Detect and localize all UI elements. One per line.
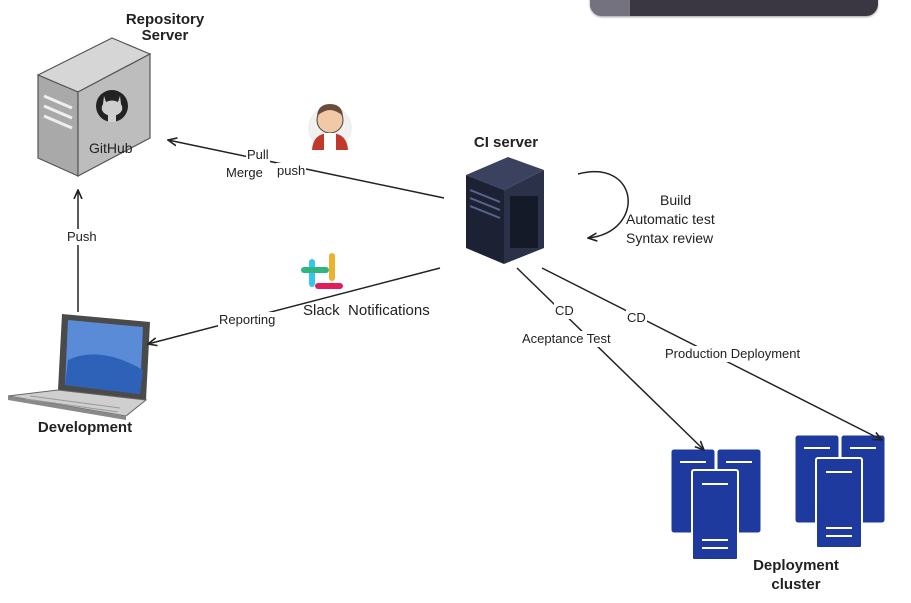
server-tower-icon <box>466 157 544 264</box>
laptop-icon <box>7 314 150 420</box>
merge-label: Merge <box>225 165 264 181</box>
production-deployment-label: Production Deployment <box>664 346 802 362</box>
deployment-cluster-title: Deployment cluster <box>753 557 839 593</box>
github-label: GitHub <box>89 140 133 156</box>
cd-label-acceptance: CD <box>554 303 575 319</box>
server-cluster-icon <box>671 435 885 561</box>
edge-ci-self-loop <box>577 171 629 238</box>
repository-server-title: Repository Server <box>125 11 205 44</box>
edge-ci-to-dev <box>148 267 441 344</box>
ci-server-title: CI server <box>473 134 539 151</box>
github-icon <box>96 90 128 122</box>
edge-ci-to-cluster-a <box>516 267 704 450</box>
slack-notifications-label: Slack Notifications <box>303 302 430 319</box>
reporting-label: Reporting <box>218 312 277 328</box>
loop-automatic-test-label: Automatic test <box>626 211 715 227</box>
push-label: Push <box>66 229 98 245</box>
loop-syntax-review-label: Syntax review <box>626 230 714 246</box>
ci-push-label: push <box>276 163 307 179</box>
acceptance-test-label: Aceptance Test <box>521 331 612 347</box>
jenkins-icon <box>308 104 352 150</box>
cd-label-production: CD <box>626 310 647 326</box>
loop-build-label: Build <box>660 192 692 208</box>
server-icon <box>36 37 152 177</box>
development-title: Development <box>37 419 133 436</box>
slack-icon <box>301 253 343 289</box>
pull-label: Pull <box>246 147 270 163</box>
video-overlay-thumbnail <box>590 0 878 16</box>
